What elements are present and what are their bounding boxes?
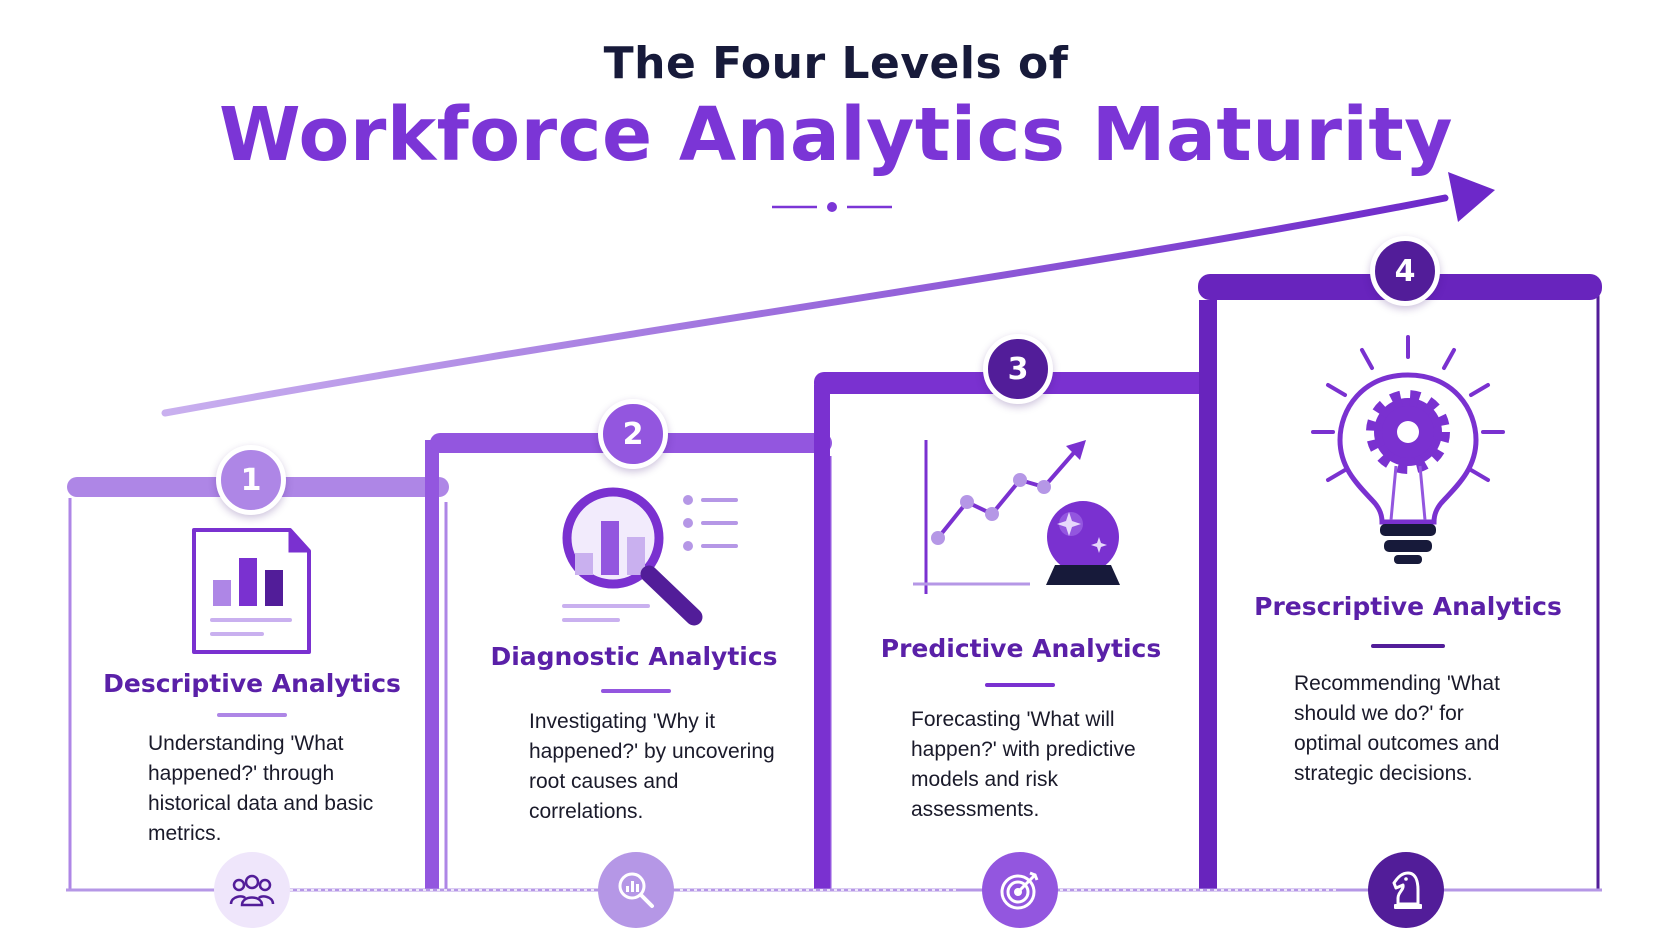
- document-bar-chart-icon: [192, 528, 311, 654]
- magnifier-chart-icon: [562, 487, 738, 626]
- level-number-badge-4: 4: [1370, 236, 1440, 306]
- level-title-4: Prescriptive Analytics: [1254, 592, 1562, 621]
- growth-arrow: [161, 172, 1495, 417]
- level-number-badge-2: 2: [598, 399, 668, 469]
- title-divider: [772, 202, 892, 212]
- people-group-icon: [214, 852, 290, 928]
- level-number-badge-1: 1: [216, 445, 286, 515]
- level-description-3: Forecasting 'What will happen?' with pre…: [911, 708, 1136, 821]
- level-title-2: Diagnostic Analytics: [490, 642, 778, 671]
- level-description-1: Understanding 'What happened?' through h…: [148, 732, 374, 845]
- level-separator-2: [601, 689, 671, 693]
- level-number-badge-3: 3: [983, 334, 1053, 404]
- trend-line-crystal-ball-icon: [913, 440, 1120, 594]
- chess-knight-icon: [1368, 852, 1444, 928]
- level-separator-3: [985, 683, 1055, 687]
- level-title-3: Predictive Analytics: [880, 634, 1162, 663]
- lightbulb-gear-icon: [1311, 335, 1505, 564]
- level-description-4: Recommending 'What should we do?' for op…: [1294, 672, 1500, 785]
- level-title-1: Descriptive Analytics: [103, 669, 401, 698]
- level-description-2: Investigating 'Why it happened?' by unco…: [529, 710, 775, 823]
- title-line-1: The Four Levels of: [603, 38, 1069, 89]
- level-separator-4: [1371, 644, 1445, 648]
- title-line-2: Workforce Analytics Maturity: [219, 92, 1453, 178]
- level-separator-1: [217, 713, 287, 717]
- magnifier-icon: [598, 852, 674, 928]
- step-card-4: [1198, 274, 1602, 890]
- target-icon: [982, 852, 1058, 928]
